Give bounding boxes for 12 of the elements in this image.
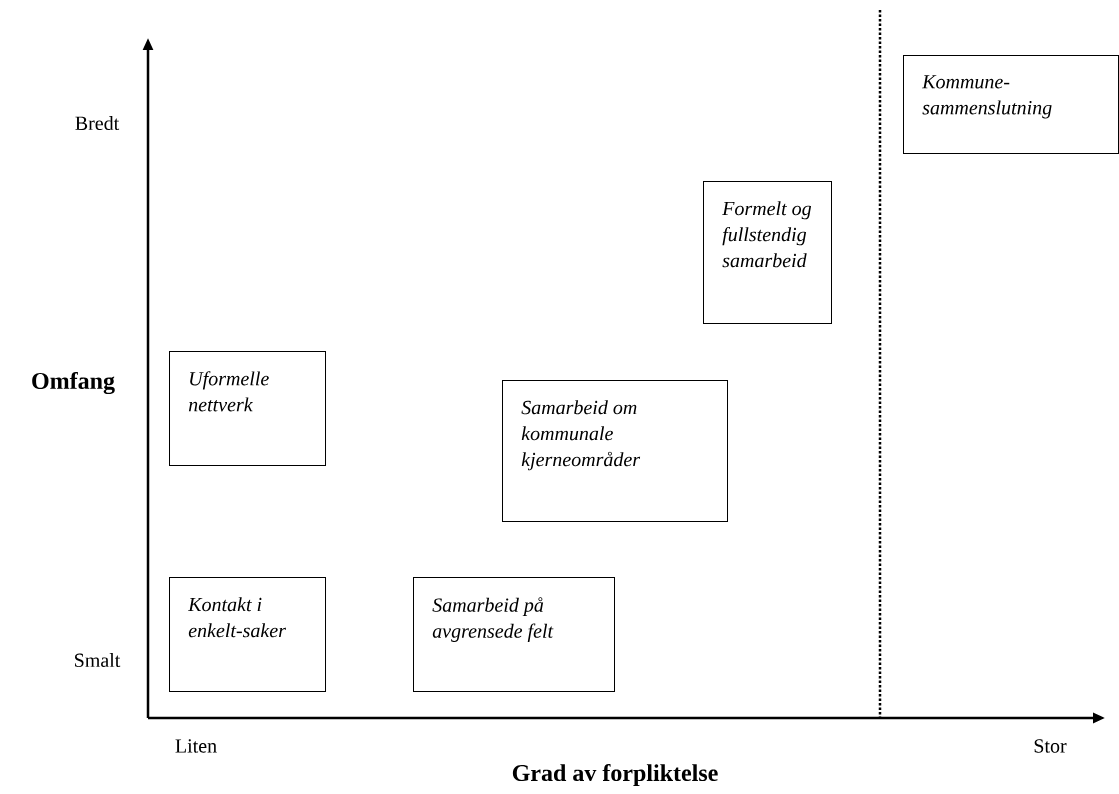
- text-box: Formelt og fullstendig samarbeid: [703, 181, 832, 324]
- axis-title: Omfang: [32, 371, 115, 395]
- text-box: Kontakt i enkelt-saker: [169, 577, 326, 692]
- axis-label: Stor: [1034, 739, 1067, 753]
- text-box: Samarbeid på avgrensede felt: [413, 577, 615, 692]
- axis-label: Bredt: [75, 115, 120, 130]
- text-box: Samarbeid om kommunale kjerneområder: [502, 380, 728, 522]
- axis-title: Grad av forpliktelse: [512, 764, 718, 786]
- axis-label: Liten: [175, 739, 217, 753]
- text-box: Uformelle nettverk: [169, 351, 326, 466]
- text-box: Kommune-sammenslutning: [903, 55, 1119, 154]
- axis-label: Smalt: [75, 652, 121, 667]
